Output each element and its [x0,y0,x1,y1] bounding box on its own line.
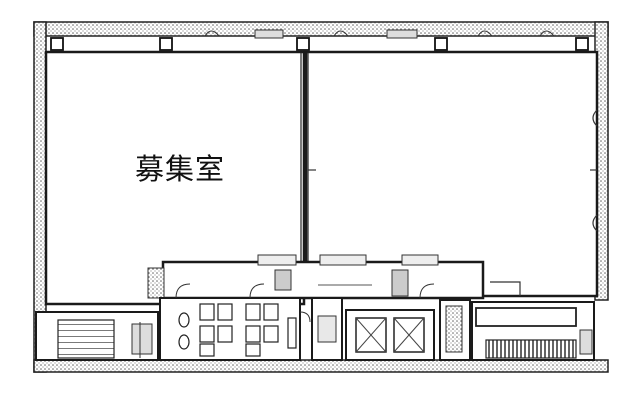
window-marks [308,109,598,232]
top-fixtures [204,29,555,39]
door-swings [175,283,435,323]
service-core [147,254,521,300]
room-right [304,50,599,298]
rear-stairs [485,339,577,359]
lower-utility-rooms [35,297,595,361]
room-label-vacant: 募集室 [134,152,225,186]
stairwell [57,319,115,359]
